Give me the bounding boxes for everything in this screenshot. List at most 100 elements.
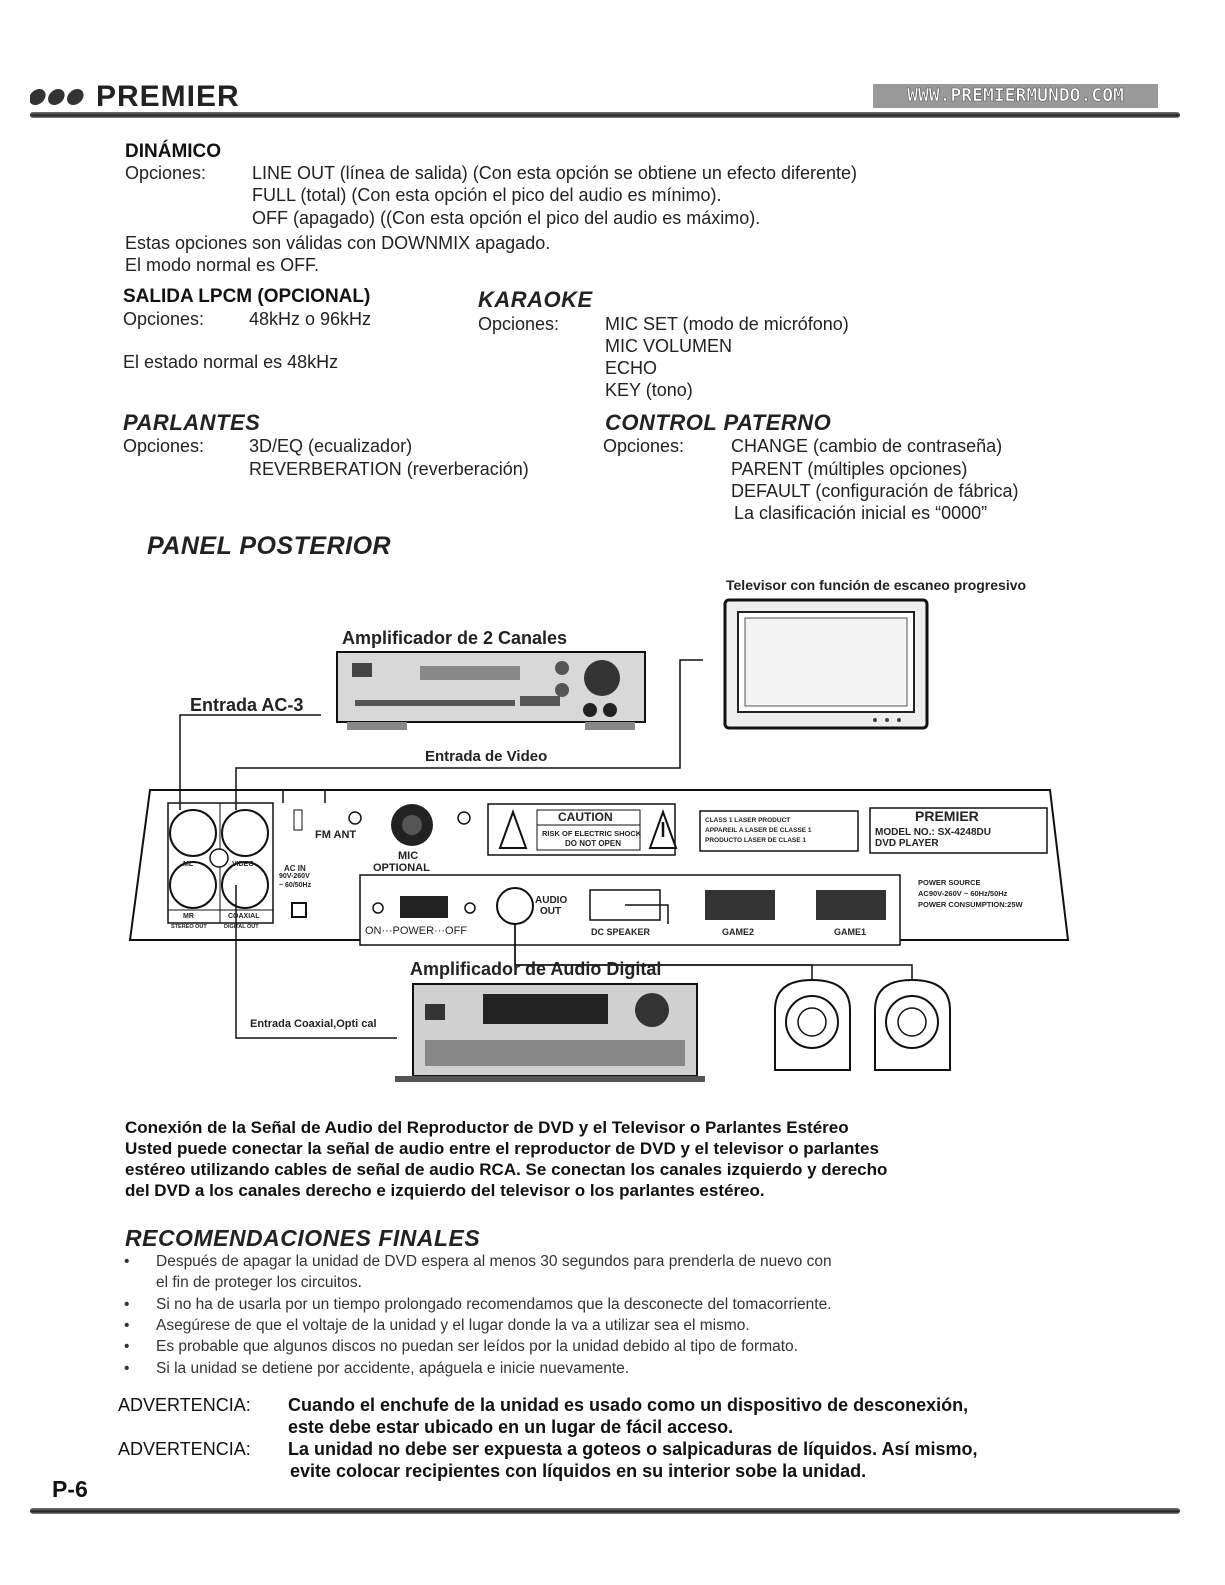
recomendacion-item: Es probable que algunos discos no puedan… [156, 1338, 798, 1355]
salida-title: SALIDA LPCM (OPCIONAL) [123, 286, 371, 307]
power-spec: AC90V-260V ~ 60Hz/50Hz [918, 889, 1008, 898]
advertencia-text: evite colocar recipientes con líquidos e… [290, 1461, 867, 1481]
karaoke-options-label: Opciones: [478, 314, 560, 334]
speakers-icon [774, 978, 951, 1071]
control-option: PARENT (múltiples opciones) [731, 459, 968, 479]
control-options-label: Opciones: [603, 436, 685, 456]
power-switch-label: ON···POWER···OFF [365, 925, 468, 937]
audio-out-label: OUT [540, 906, 562, 917]
dinamico-note: Estas opciones son válidas con DOWNMIX a… [125, 233, 551, 253]
header: PREMIER WWW.PREMIERMUNDO.COM [0, 0, 1225, 130]
laser-text: PRODUCTO LASER DE CLASE 1 [705, 837, 807, 844]
two-channel-amplifier-icon [336, 651, 646, 730]
karaoke-title: KARAOKE [478, 287, 593, 312]
control-option: CHANGE (cambio de contraseña) [731, 436, 1003, 456]
digital-out-label: DIGITAL OUT [224, 924, 259, 930]
ac-in: ~ 60/50Hz [279, 882, 312, 889]
coaxial-jack-label: COAXIAL [228, 913, 260, 920]
parlantes-option: REVERBERATION (reverberación) [249, 459, 529, 479]
salida-note: El estado normal es 48kHz [123, 352, 339, 372]
panel-brand: PREMIER [915, 808, 979, 824]
recomendacion-item: Después de apagar la unidad de DVD esper… [156, 1253, 832, 1270]
bullet-dot: • [124, 1317, 130, 1334]
control-option: La clasificación inicial es “0000” [734, 503, 988, 523]
conexion-line: del DVD a los canales derecho e izquierd… [125, 1181, 765, 1200]
coaxial-label: Entrada Coaxial,Opti cal [250, 1018, 377, 1030]
amp2-label: Amplificador de 2 Canales [342, 628, 568, 648]
dinamico-option: OFF (apagado) ((Con esta opción el pico … [252, 208, 761, 228]
dinamico-options-label: Opciones: [125, 163, 207, 183]
bullet-dot: • [124, 1253, 130, 1270]
karaoke-option: MIC SET (modo de micrófono) [605, 314, 849, 334]
bullet-dot: • [124, 1296, 130, 1313]
power-source: POWER SOURCE [918, 878, 981, 887]
parlantes-title: PARLANTES [123, 410, 261, 435]
dvd-player-label: DVD PLAYER [875, 838, 939, 849]
karaoke-option: MIC VOLUMEN [605, 336, 733, 356]
dinamico-note: El modo normal es OFF. [125, 255, 320, 275]
ml-label: ML [183, 861, 194, 868]
caution-sub: RISK OF ELECTRIC SHOCK [542, 829, 642, 838]
advertencia-text: La unidad no debe ser expuesta a goteos … [288, 1439, 978, 1459]
recomendacion-item: Asegúrese de que el voltaje de la unidad… [156, 1317, 750, 1334]
caution-label: CAUTION [558, 810, 613, 824]
dinamico-title: DINÁMICO [125, 141, 222, 162]
stereo-out-label: STEREO OUT [171, 924, 207, 930]
panel-title: PANEL POSTERIOR [147, 532, 392, 560]
karaoke-option: ECHO [605, 358, 658, 378]
salida-options: 48kHz o 96kHz [249, 309, 372, 329]
mr-label: MR [183, 913, 194, 920]
page-number: P-6 [52, 1476, 88, 1502]
header-rule [30, 112, 1180, 118]
game1-label: GAME1 [834, 927, 867, 937]
conexion-line: estéreo utilizando cables de señal de au… [125, 1160, 888, 1179]
caution-sub: DO NOT OPEN [565, 839, 622, 848]
dinamico-option: LINE OUT (línea de salida) (Con esta opc… [252, 163, 858, 183]
bullet-dot: • [124, 1360, 130, 1377]
recomendacion-item: Si no ha de usarla por un tiempo prolong… [156, 1296, 832, 1313]
mic-label: MIC [398, 850, 419, 862]
advertencia-text: este debe estar ubicado en un lugar de f… [288, 1417, 734, 1437]
mic-optional-label: OPTIONAL [373, 862, 430, 874]
connection-diagram [128, 598, 1070, 1082]
dc-speaker-label: DC SPEAKER [591, 927, 651, 937]
parlantes-option: 3D/EQ (ecualizador) [249, 436, 413, 456]
control-title: CONTROL PATERNO [605, 410, 832, 435]
fm-ant-label: FM ANT [315, 829, 357, 841]
tv-icon [723, 598, 929, 730]
dinamico-option: FULL (total) (Con esta opción el pico de… [252, 185, 722, 205]
recomendaciones-title: RECOMENDACIONES FINALES [125, 1225, 481, 1251]
game2-label: GAME2 [722, 927, 755, 937]
brand-dots-icon [30, 89, 84, 105]
ac-in: AC IN [284, 864, 306, 873]
digital-amplifier-icon [395, 983, 705, 1082]
tv-label: Televisor con función de escaneo progres… [726, 577, 1027, 593]
recomendacion-item: Si la unidad se detiene por accidente, a… [156, 1360, 630, 1377]
control-option: DEFAULT (configuración de fábrica) [731, 481, 1019, 501]
conexion-title: Conexión de la Señal de Audio del Reprod… [125, 1118, 849, 1137]
advertencia-label: ADVERTENCIA: [118, 1395, 251, 1415]
brand-logo: PREMIER [30, 80, 240, 114]
ac3-label: Entrada AC-3 [190, 695, 304, 715]
laser-text: APPAREIL A LASER DE CLASSE 1 [705, 827, 812, 834]
advertencia-label: ADVERTENCIA: [118, 1439, 251, 1459]
parlantes-options-label: Opciones: [123, 436, 205, 456]
header-url: WWW.PREMIERMUNDO.COM [873, 84, 1158, 108]
video-label: Entrada de Video [425, 748, 548, 765]
conexion-line: Usted puede conectar la señal de audio e… [125, 1139, 879, 1158]
video-jack-label: VIDEO [232, 861, 254, 868]
ac-in: 90V-260V [279, 873, 310, 880]
recomendacion-item: el fin de proteger los circuitos. [156, 1274, 362, 1291]
model-number: MODEL NO.: SX-4248DU [875, 827, 991, 838]
digital-amp-label: Amplificador de Audio Digital [410, 959, 662, 979]
karaoke-option: KEY (tono) [605, 380, 693, 400]
cables [179, 659, 913, 1039]
power-consumption: POWER CONSUMPTION:25W [918, 900, 1023, 909]
advertencia-text: Cuando el enchufe de la unidad es usado … [288, 1395, 969, 1415]
bullet-dot: • [124, 1338, 130, 1355]
laser-text: CLASS 1 LASER PRODUCT [705, 817, 791, 824]
footer-rule [30, 1508, 1180, 1514]
audio-out-label: AUDIO [535, 895, 568, 906]
brand-name: PREMIER [96, 80, 240, 113]
jack-block [167, 802, 274, 924]
